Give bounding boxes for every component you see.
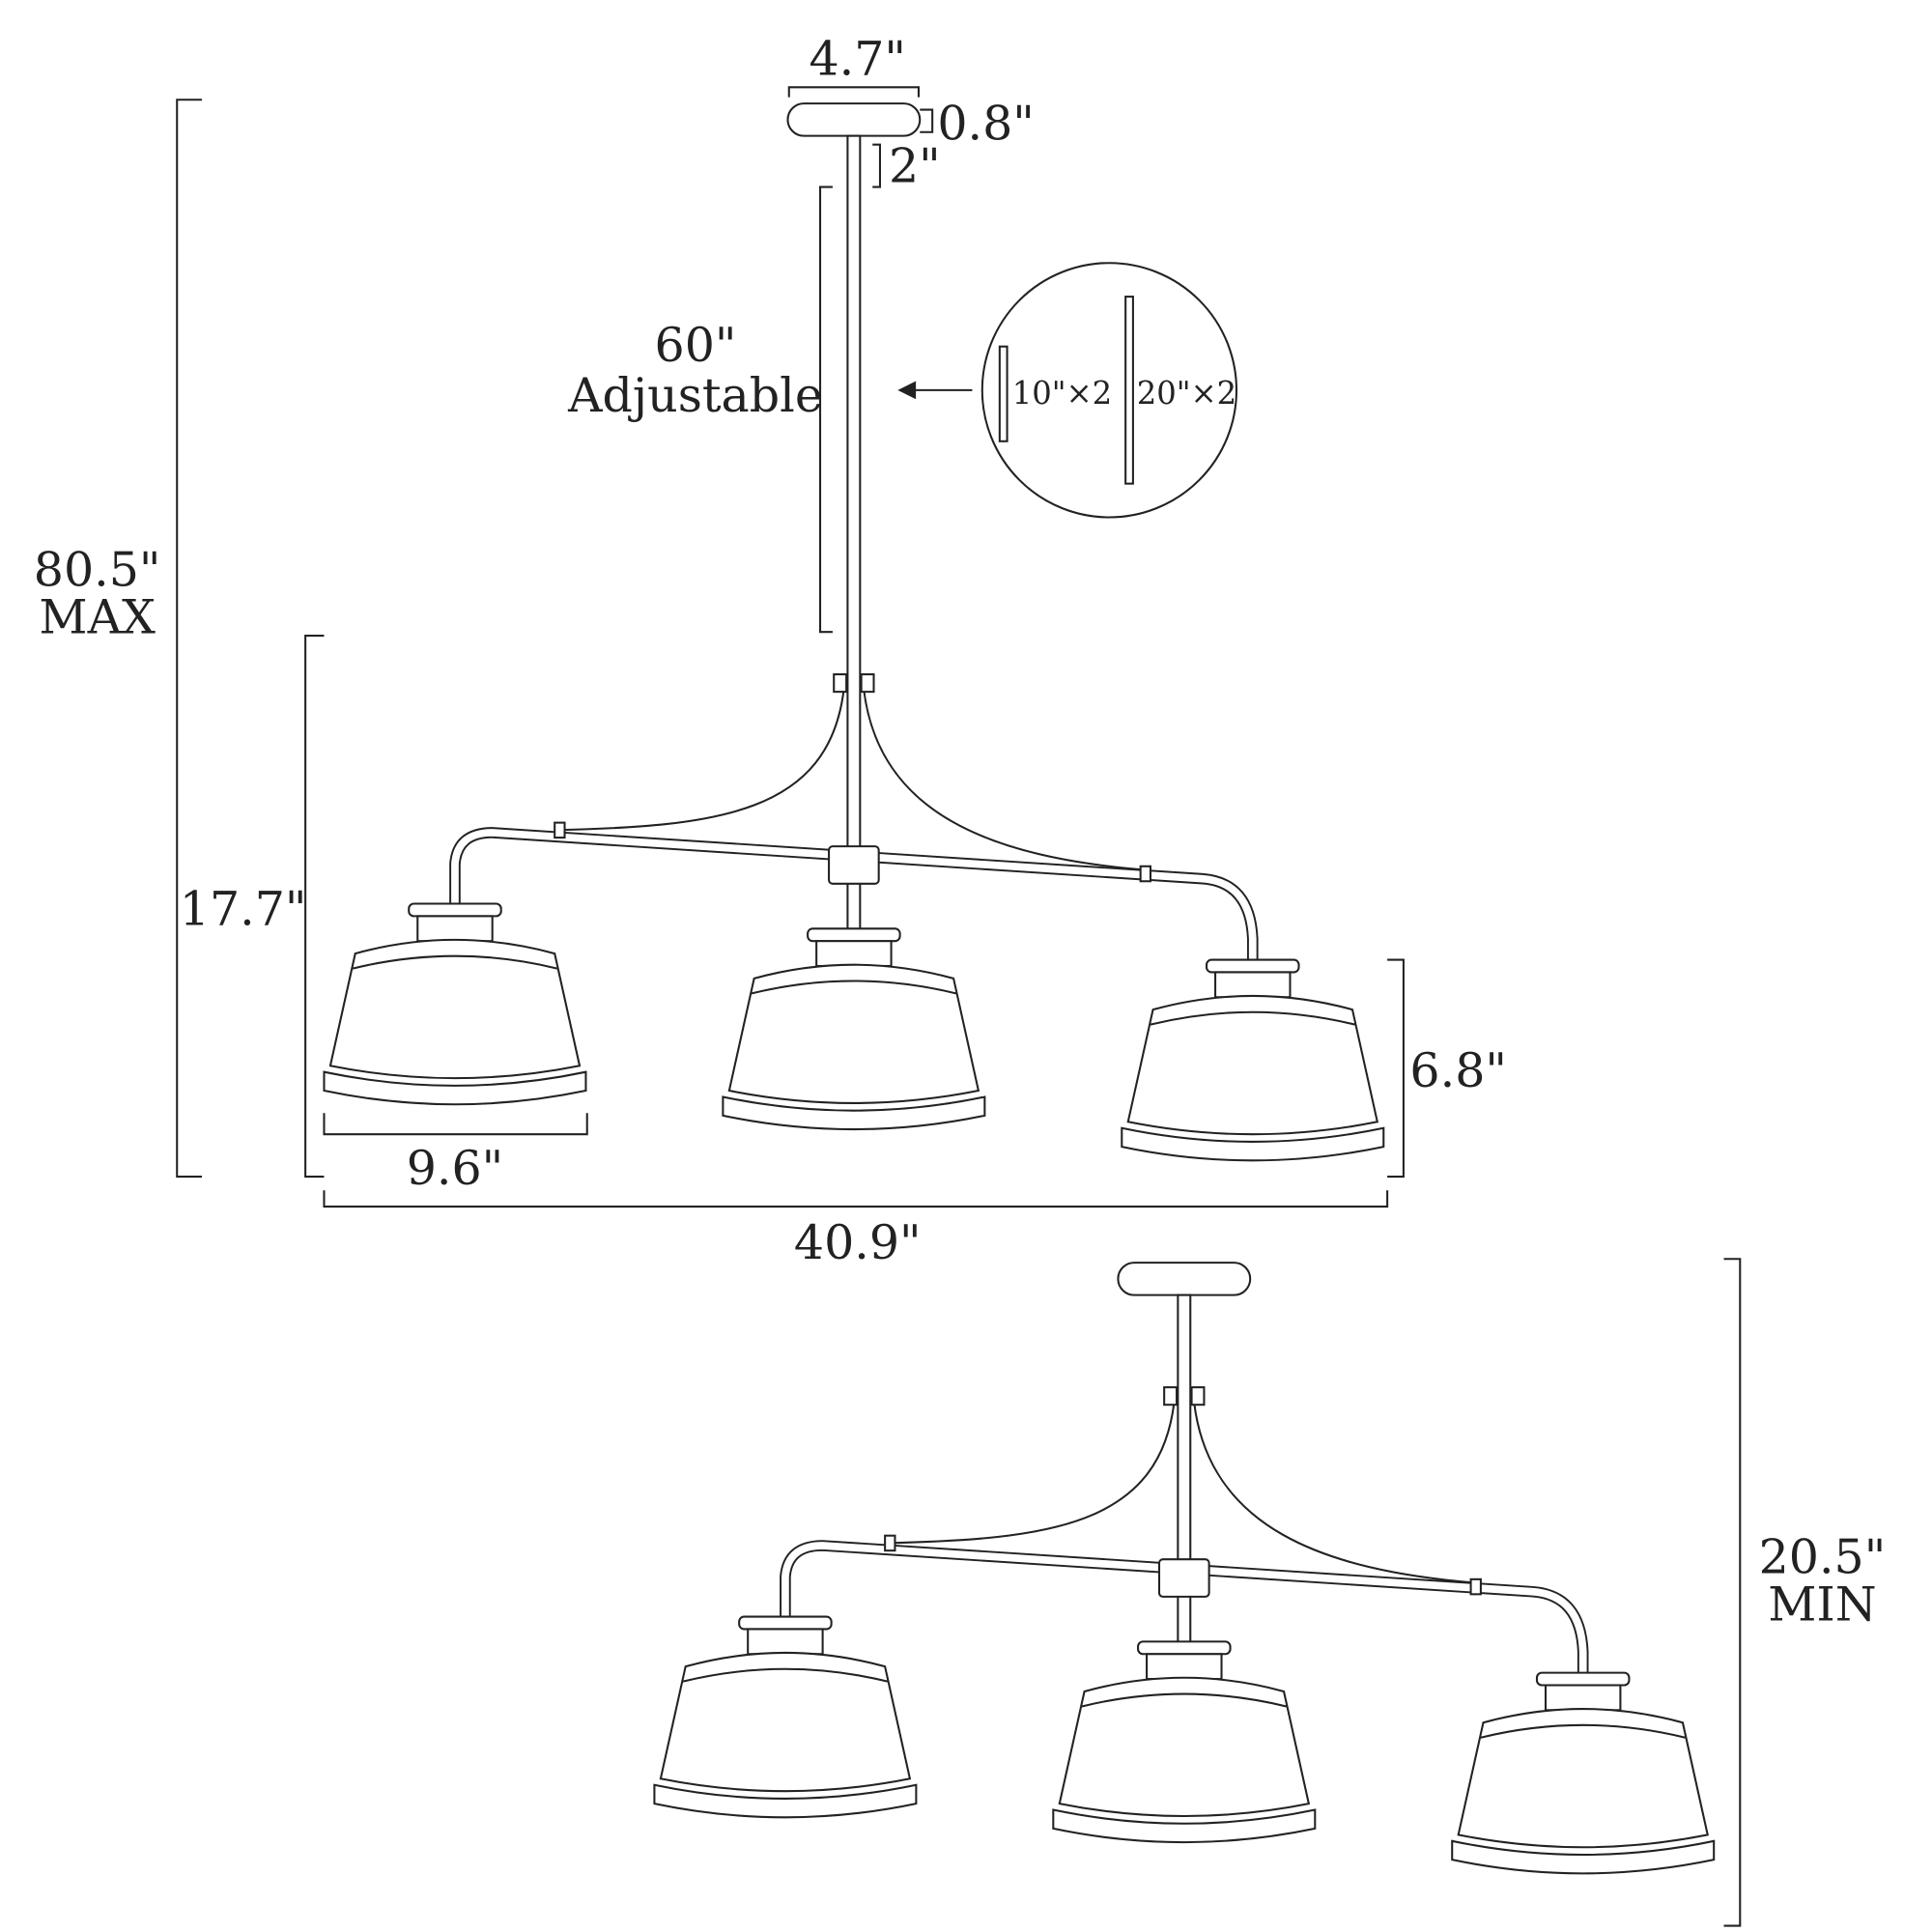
shade-cap <box>738 1615 833 1631</box>
shade-neck <box>416 915 494 943</box>
shade-cap <box>1206 958 1300 974</box>
stem-rod <box>1177 1293 1192 1578</box>
inset-circle <box>980 262 1238 519</box>
shade-rim <box>722 1095 986 1131</box>
shade-line <box>352 954 558 970</box>
bar-cap <box>884 1534 896 1552</box>
lamp-shade <box>1052 1640 1317 1844</box>
shade-cap <box>1535 1671 1631 1687</box>
bar-cap <box>1469 1577 1482 1596</box>
shade-rim <box>1451 1839 1716 1875</box>
shade-line <box>1480 1723 1686 1739</box>
stem-rod <box>846 134 862 866</box>
crossbar <box>781 1542 1587 1673</box>
shade-neck <box>1544 1684 1622 1712</box>
shade-neck <box>1214 971 1292 999</box>
long-rods-label: 20"×2 <box>1137 375 1236 412</box>
shade-cap <box>1137 1640 1232 1656</box>
max-height-label: 80.5" <box>34 541 161 597</box>
right-arm <box>863 689 1148 871</box>
shade-rim <box>323 1070 587 1106</box>
dimension-lines <box>176 86 1742 1927</box>
bar-cap <box>554 821 566 839</box>
shade-line <box>682 1667 888 1683</box>
shade-line <box>1150 1010 1355 1026</box>
left-arm <box>554 689 845 832</box>
canopy <box>1117 1262 1252 1296</box>
arm-joint <box>1190 1386 1206 1406</box>
right-arm <box>1193 1402 1478 1584</box>
body-height-label: 17.7" <box>180 880 307 936</box>
short-rod-icon <box>998 345 1009 442</box>
arm-joint <box>860 673 875 694</box>
left-arm <box>885 1402 1176 1545</box>
stem-top-label: 2" <box>889 137 941 193</box>
bar-cap <box>1139 865 1151 883</box>
long-rod-icon <box>1124 296 1134 485</box>
shade-height-label: 6.8" <box>1409 1042 1506 1098</box>
lamp-shade <box>1451 1671 1716 1875</box>
shade-neck <box>1146 1653 1223 1681</box>
rods-inset: 10"×2 20"×2 <box>980 262 1238 519</box>
shade-body <box>1058 1676 1311 1817</box>
shade-rim <box>653 1783 918 1819</box>
shade-body <box>727 963 980 1104</box>
hub <box>828 845 880 885</box>
arm-joint <box>1163 1386 1179 1406</box>
hub <box>1157 1558 1210 1598</box>
total-width-label: 40.9" <box>794 1214 922 1270</box>
canopy-width-label: 4.7" <box>809 30 906 86</box>
lamp-shade <box>722 927 986 1131</box>
shade-neck <box>747 1628 824 1656</box>
shade-rim <box>1052 1808 1317 1844</box>
crossbar <box>451 829 1257 960</box>
shade-rim <box>1121 1126 1385 1162</box>
shade-neck <box>815 940 893 968</box>
lamp-shade <box>323 902 587 1106</box>
fixture-max-height <box>323 102 1385 1162</box>
short-rods-label: 10"×2 <box>1012 375 1112 412</box>
fixture-min-height <box>653 1262 1716 1875</box>
shade-cap <box>807 927 901 943</box>
shade-body <box>328 938 582 1080</box>
max-label: MAX <box>39 588 156 644</box>
shade-body <box>659 1651 912 1793</box>
rod-length-label: 60" <box>655 317 737 373</box>
min-height-label: 20.5" <box>1759 1528 1887 1584</box>
shade-width-label: 9.6" <box>407 1140 504 1196</box>
shade-body <box>1126 994 1379 1136</box>
dimension-labels: 4.7" 0.8" 2" 60" Adjustable 80.5" MAX 17… <box>34 30 1886 1632</box>
arm-joint <box>833 673 848 694</box>
shade-body <box>1457 1708 1709 1849</box>
canopy-height-label: 0.8" <box>937 96 1034 152</box>
canopy <box>786 102 922 137</box>
shade-line <box>1081 1692 1287 1708</box>
min-label: MIN <box>1768 1576 1876 1632</box>
lamp-shade <box>1121 958 1385 1162</box>
rod-note-label: Adjustable <box>567 367 823 423</box>
shade-cap <box>408 902 502 918</box>
shade-line <box>751 980 956 995</box>
lamp-shade <box>653 1615 918 1819</box>
